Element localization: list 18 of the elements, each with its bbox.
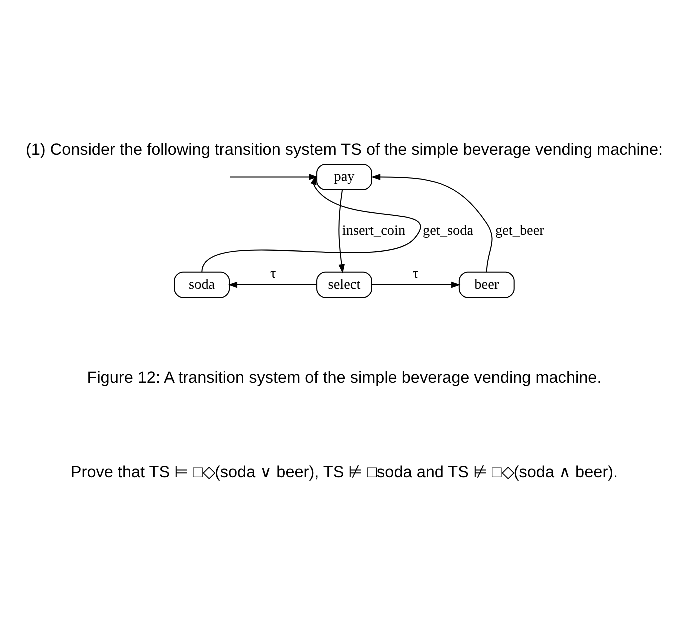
arrow	[228, 282, 317, 288]
arrow	[338, 190, 346, 274]
edge-label: τ	[270, 266, 276, 282]
arrow	[372, 282, 461, 288]
node-box: pay	[316, 164, 372, 190]
edge-label: τ	[412, 266, 419, 282]
node-box: select	[316, 272, 372, 298]
diagram-title: (1) Consider the following transition system TS of the simple beverage vending machine:	[26, 141, 664, 160]
node-box: beer	[458, 272, 515, 298]
label: Prove that TS ⊨ □◇(soda ∨ beer), TS ⊭ □soda and TS ⊭ □◇(soda ∧ beer).	[70, 464, 618, 482]
node-box: soda	[174, 272, 230, 298]
arrow	[371, 174, 493, 272]
edge-label: get_beer	[495, 222, 544, 239]
edge-label: insert_coin	[342, 222, 406, 239]
arrow	[230, 174, 318, 186]
arrow	[202, 176, 421, 272]
caption: Figure 12: A transition system of the simple beverage vending machine.	[87, 368, 602, 387]
edge-label: get_soda	[422, 222, 474, 239]
